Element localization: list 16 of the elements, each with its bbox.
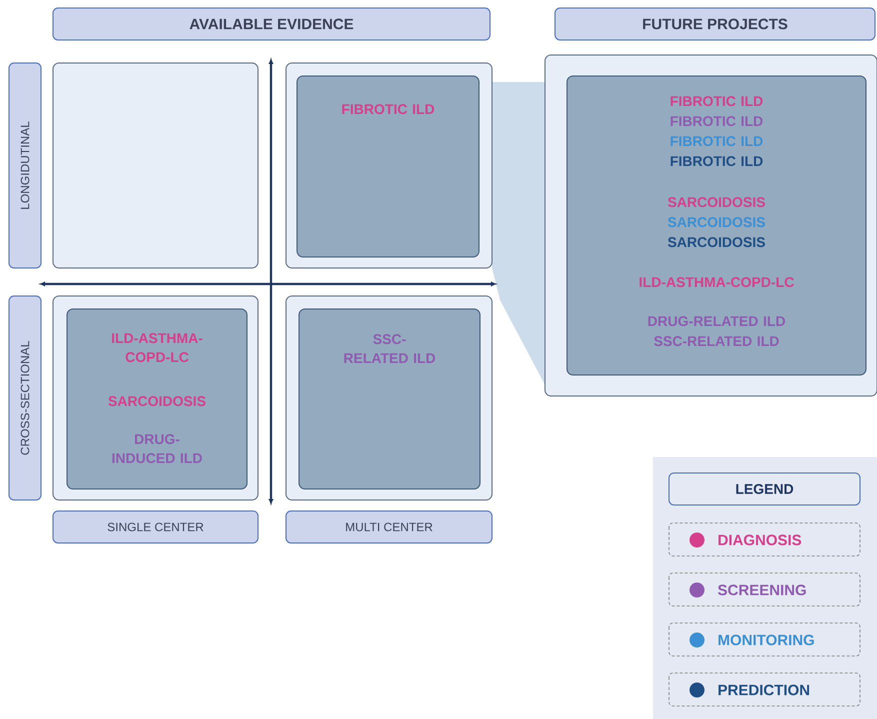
legend-entry: PREDICTION	[668, 672, 860, 706]
header-band: SINGLE CENTER	[52, 510, 258, 544]
header-band: MULTI CENTER	[286, 510, 492, 544]
quadrant-box	[52, 62, 258, 268]
header-band: AVAILABLE EVIDENCE	[52, 8, 490, 40]
study-box: FIBROTIC ILD FIBROTIC ILD FIBROTIC ILD FIBROTIC ILD SARCOIDOSIS SARCOIDOSIS SARCOIDOSIS ILD-ASTHMA-COPD-LC DRUG-RELATED ILD SSC-RELATED ILD	[566, 76, 866, 376]
study-box: FIBROTIC ILD	[296, 76, 480, 258]
legend-title: LEGEND	[668, 472, 860, 506]
study-box: ILD-ASTHMA-COPD-LC SARCOIDOSIS DRUG-INDUCED ILD	[66, 308, 248, 490]
legend-entry: MONITORING	[668, 622, 860, 656]
row-header: LONGIDUTINAL	[8, 62, 42, 268]
header-band: FUTURE PROJECTS	[554, 8, 876, 40]
row-header: CROSS-SECTIONAL	[8, 296, 42, 500]
legend-entry: SCREENING	[668, 572, 860, 606]
legend-entry: DIAGNOSIS	[668, 522, 860, 556]
study-box: SSC-RELATED ILD	[298, 308, 480, 490]
